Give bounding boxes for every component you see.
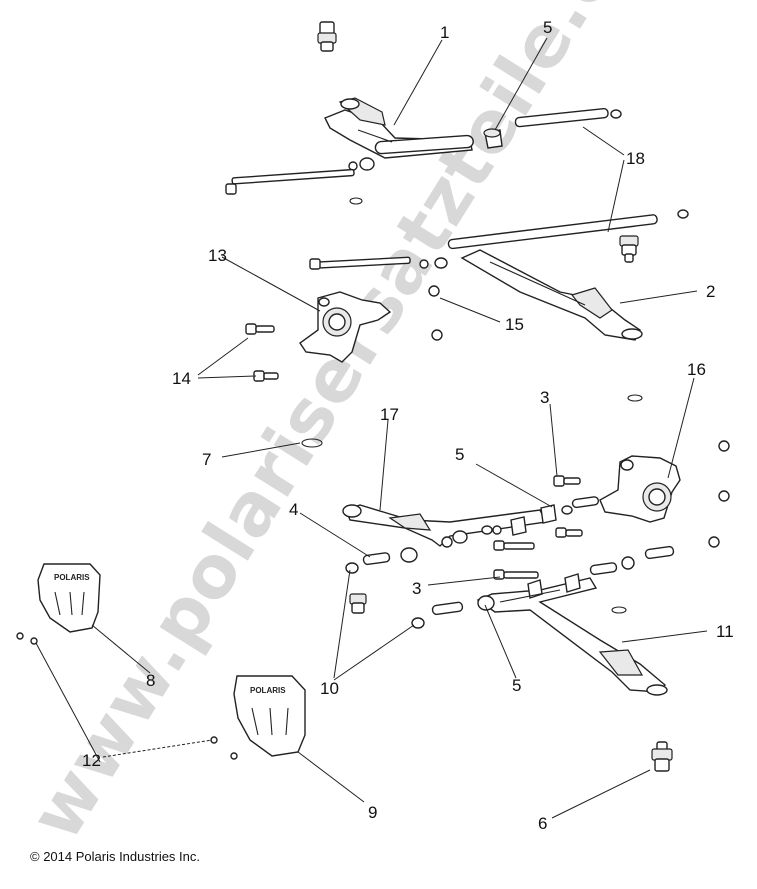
svg-text:POLARIS: POLARIS	[250, 686, 286, 695]
o-ring-group-icon	[301, 394, 643, 614]
copyright-text: © 2014 Polaris Industries Inc.	[30, 849, 200, 864]
bushing-group-rear-upper-icon	[441, 496, 600, 548]
nut-group-upper-icon	[348, 157, 375, 205]
callout-3-bottom: 3	[412, 579, 421, 598]
pin-group-right-icon	[589, 545, 675, 576]
callout-5-bottom: 5	[512, 676, 521, 695]
callout-8: 6	[538, 814, 547, 833]
callout-4: 4	[289, 500, 298, 519]
callout-5-middle: 5	[455, 445, 464, 464]
sleeve-group-4-icon	[362, 547, 418, 566]
skid-plate-right-icon: POLARIS	[233, 675, 306, 757]
callout-12: 12	[82, 751, 101, 770]
svg-text:POLARIS: POLARIS	[54, 573, 90, 582]
bolt-group-rear-icon	[493, 527, 583, 580]
screw-group-12-icon	[16, 632, 238, 760]
callout-14: 14	[172, 369, 191, 388]
callout-18: 18	[626, 149, 645, 168]
skid-plate-left-icon: POLARIS	[37, 563, 101, 633]
callout-15: 15	[505, 315, 524, 334]
callout-9: 7	[202, 450, 211, 469]
callout-17: 17	[380, 405, 399, 424]
ball-joint-bottom-icon	[651, 741, 673, 772]
callout-3-top: 3	[540, 388, 549, 407]
leader-lines	[35, 37, 708, 819]
bolt-3-upper-icon	[553, 475, 581, 487]
callout-5-top: 5	[543, 18, 552, 37]
nut-group-right-icon	[708, 440, 730, 548]
bolt-long-upper-icon	[225, 168, 355, 195]
callout-13: 13	[208, 246, 227, 265]
callout-11: 9	[368, 803, 377, 822]
pivot-shaft-upper-icon	[514, 107, 622, 128]
upper-a-arm-front-icon	[324, 97, 474, 159]
callout-7: 11	[716, 622, 734, 641]
bushing-upper-icon	[483, 128, 503, 149]
ball-joint-top-icon	[317, 21, 337, 52]
callout-1: 1	[440, 23, 449, 42]
grease-fitting-group-icon	[345, 562, 464, 629]
bolt-group-14-icon	[245, 323, 279, 382]
bolt-long-middle-icon	[309, 256, 448, 270]
pivot-shaft-lower-icon	[447, 209, 689, 250]
nut-group-15-icon	[428, 285, 443, 341]
steering-knuckle-left-icon	[299, 291, 392, 363]
callout-2: 2	[706, 282, 715, 301]
lower-a-arm-front-icon	[460, 249, 643, 341]
steering-knuckle-right-icon	[599, 455, 681, 523]
callout-6: 10	[320, 679, 339, 698]
callout-10: 8	[146, 671, 155, 690]
ball-joint-right-icon	[619, 235, 639, 263]
lower-a-arm-rear-icon	[476, 573, 668, 696]
callout-16: 16	[687, 360, 706, 379]
